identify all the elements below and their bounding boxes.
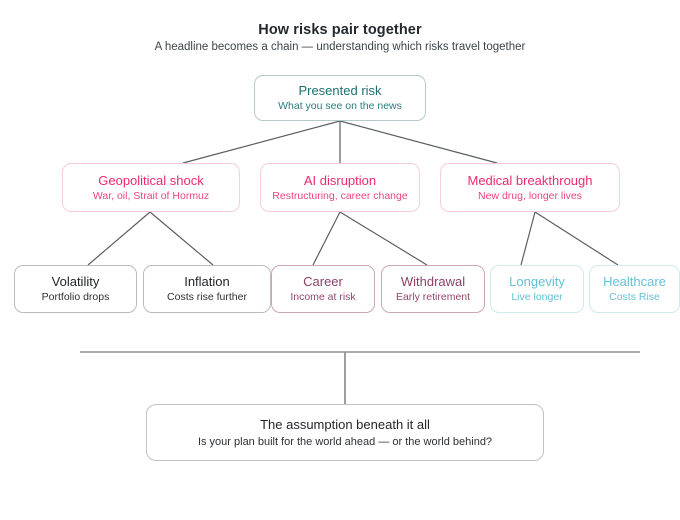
node-longevity[interactable]: Longevity Live longer	[490, 265, 584, 313]
edge-ai-to-career	[312, 211, 341, 266]
node-subtitle: Costs rise further	[167, 291, 247, 303]
node-title: Career	[303, 274, 343, 289]
node-title: Withdrawal	[400, 274, 466, 289]
node-subtitle: What you see on the news	[278, 100, 402, 112]
edge-root-to-geopolitical	[182, 120, 341, 164]
node-volatility[interactable]: Volatility Portfolio drops	[14, 265, 137, 313]
node-withdrawal[interactable]: Withdrawal Early retirement	[381, 265, 485, 313]
node-title: Geopolitical shock	[98, 172, 204, 188]
node-inflation[interactable]: Inflation Costs rise further	[143, 265, 271, 313]
node-presented-risk[interactable]: Presented risk What you see on the news	[254, 75, 426, 121]
node-title: AI disruption	[303, 172, 377, 188]
edge-root-to-medical	[339, 120, 498, 164]
node-subtitle: Income at risk	[290, 291, 356, 303]
edge-geopolitical-to-volatility	[87, 211, 151, 266]
node-medical-breakthrough[interactable]: Medical breakthrough New drug, longer li…	[440, 163, 620, 212]
node-subtitle: Portfolio drops	[41, 291, 110, 303]
node-title: Presented risk	[298, 83, 382, 98]
edge-geopolitical-to-inflation	[149, 211, 214, 266]
edge-medical-to-longevity	[520, 211, 536, 266]
node-title: Longevity	[509, 274, 565, 289]
node-career[interactable]: Career Income at risk	[271, 265, 375, 313]
node-subtitle: Restructuring, career change	[272, 189, 408, 202]
node-subtitle: War, oil, Strait of Hormuz	[92, 189, 210, 202]
node-subtitle: Live longer	[511, 291, 563, 303]
edge-medical-to-healthcare	[534, 211, 619, 266]
node-title: Inflation	[184, 274, 230, 289]
edge-ai-to-withdrawal	[339, 211, 428, 266]
node-subtitle: Early retirement	[395, 291, 471, 303]
node-subtitle: Is your plan built for the world ahead —…	[197, 435, 493, 448]
node-title: Healthcare	[603, 274, 666, 289]
node-title: Medical breakthrough	[467, 172, 593, 188]
node-title: Volatility	[51, 274, 100, 289]
page-subtitle: A headline becomes a chain — understandi…	[154, 41, 526, 53]
node-subtitle: New drug, longer lives	[478, 189, 582, 202]
page-title: How risks pair together	[258, 22, 422, 38]
node-ai-disruption[interactable]: AI disruption Restructuring, career chan…	[260, 163, 420, 212]
node-geopolitical-shock[interactable]: Geopolitical shock War, oil, Strait of H…	[62, 163, 240, 212]
node-subtitle: Costs Rise	[609, 291, 660, 303]
node-healthcare[interactable]: Healthcare Costs Rise	[589, 265, 680, 313]
node-assumption-beneath-it-all[interactable]: The assumption beneath it all Is your pl…	[146, 404, 544, 461]
node-title: The assumption beneath it all	[260, 416, 430, 432]
